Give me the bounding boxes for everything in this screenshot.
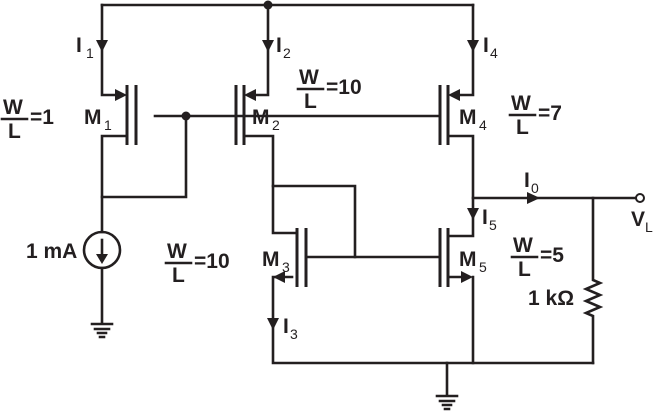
svg-text:V: V (631, 208, 645, 231)
svg-text:5: 5 (479, 259, 487, 275)
svg-text:I: I (524, 169, 530, 192)
svg-text:1: 1 (104, 117, 112, 133)
svg-text:4: 4 (490, 45, 498, 61)
arrow-down-icon (262, 40, 274, 52)
svg-text:I: I (276, 34, 282, 57)
ratio-m3: WL =10 (164, 240, 230, 287)
current-source-label: 1 mA (26, 240, 77, 263)
arrow-right-icon (115, 89, 127, 101)
svg-text:M: M (84, 106, 102, 129)
svg-text:=1: =1 (30, 106, 54, 129)
resistor-label: 1 kΩ (528, 287, 574, 310)
svg-text:I: I (483, 34, 489, 57)
arrow-down-icon (467, 208, 479, 220)
svg-text:L: L (172, 264, 185, 287)
output-terminal (635, 193, 645, 203)
svg-text:M: M (252, 106, 270, 129)
ratio-m1: WL =1 (0, 96, 54, 143)
arrow-left-icon (448, 89, 460, 101)
svg-text:L: L (304, 90, 317, 113)
svg-text:3: 3 (282, 259, 290, 275)
svg-text:W: W (167, 240, 187, 263)
svg-text:I: I (482, 206, 488, 229)
svg-text:=10: =10 (326, 76, 362, 99)
svg-text:L: L (518, 258, 531, 281)
svg-text:3: 3 (290, 326, 298, 342)
svg-text:M: M (262, 248, 280, 271)
svg-text:2: 2 (272, 117, 280, 133)
svg-text:1: 1 (86, 45, 94, 61)
arrows (96, 40, 540, 330)
svg-text:2: 2 (283, 45, 291, 61)
svg-text:W: W (511, 92, 531, 115)
svg-text:0: 0 (531, 180, 539, 196)
svg-text:L: L (8, 120, 21, 143)
resistor (582, 196, 604, 365)
arrow-left-icon (273, 271, 285, 283)
arrow-left-icon (244, 89, 256, 101)
wires (82, 0, 645, 411)
ratio-m5: WL =5 (510, 234, 564, 281)
svg-text:W: W (299, 66, 319, 89)
svg-text:=5: =5 (540, 244, 564, 267)
ratio-m4: WL =7 (508, 92, 562, 139)
svg-text:=7: =7 (538, 102, 562, 125)
svg-text:M: M (459, 106, 477, 129)
svg-text:W: W (513, 234, 533, 257)
svg-text:I: I (283, 315, 289, 338)
arrow-down-icon (96, 40, 108, 52)
svg-text:M: M (459, 248, 477, 271)
svg-text:4: 4 (479, 117, 487, 133)
svg-text:L: L (645, 219, 653, 235)
arrow-right-icon (461, 271, 473, 283)
svg-text:5: 5 (489, 217, 497, 233)
ratio-m2: WL =10 (296, 66, 362, 113)
svg-text:I: I (76, 34, 82, 57)
arrow-right-icon (527, 192, 540, 204)
arrow-down-icon (267, 318, 279, 330)
junction-dot (181, 111, 191, 121)
svg-text:=10: =10 (194, 250, 230, 273)
ground-icon (90, 322, 114, 339)
ground-icon (435, 394, 459, 411)
svg-text:L: L (516, 116, 529, 139)
svg-text:W: W (3, 96, 23, 119)
current-source (82, 230, 122, 270)
arrow-down-icon (467, 40, 479, 52)
